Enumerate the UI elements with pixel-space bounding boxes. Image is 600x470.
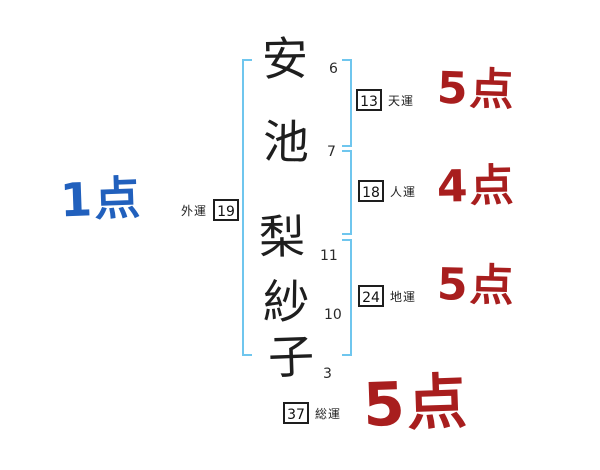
- souun-score: 5点: [361, 367, 470, 441]
- jinun-score: 4点: [436, 160, 517, 213]
- stroke-count-3: 11: [320, 248, 338, 264]
- jinun-label: 人運: [390, 185, 417, 199]
- tenun-score: 5点: [436, 62, 517, 117]
- gaiun-value-box: 19: [213, 199, 239, 221]
- stroke-count-2: 7: [327, 144, 336, 160]
- name-char-4: 紗: [262, 274, 310, 330]
- souun-label: 総運: [315, 407, 342, 421]
- chiun-score: 5点: [436, 258, 517, 313]
- chiun-label: 地運: [390, 290, 417, 304]
- name-char-5: 子: [267, 329, 315, 385]
- chiun-value-box: 24: [358, 285, 384, 307]
- name-char-2: 池: [262, 114, 310, 170]
- stroke-count-1: 6: [329, 61, 338, 77]
- gaiun-label: 外運: [181, 204, 208, 218]
- name-char-1: 安: [261, 31, 309, 87]
- gaiun-score: 1点: [59, 170, 143, 228]
- stroke-count-5: 3: [323, 366, 332, 382]
- name-char-3: 梨: [258, 209, 306, 265]
- souun-value-box: 37: [283, 402, 309, 424]
- tenun-value-box: 13: [356, 89, 382, 111]
- tenun-label: 天運: [388, 94, 415, 108]
- jinun-value-box: 18: [358, 180, 384, 202]
- stroke-count-4: 10: [324, 307, 342, 323]
